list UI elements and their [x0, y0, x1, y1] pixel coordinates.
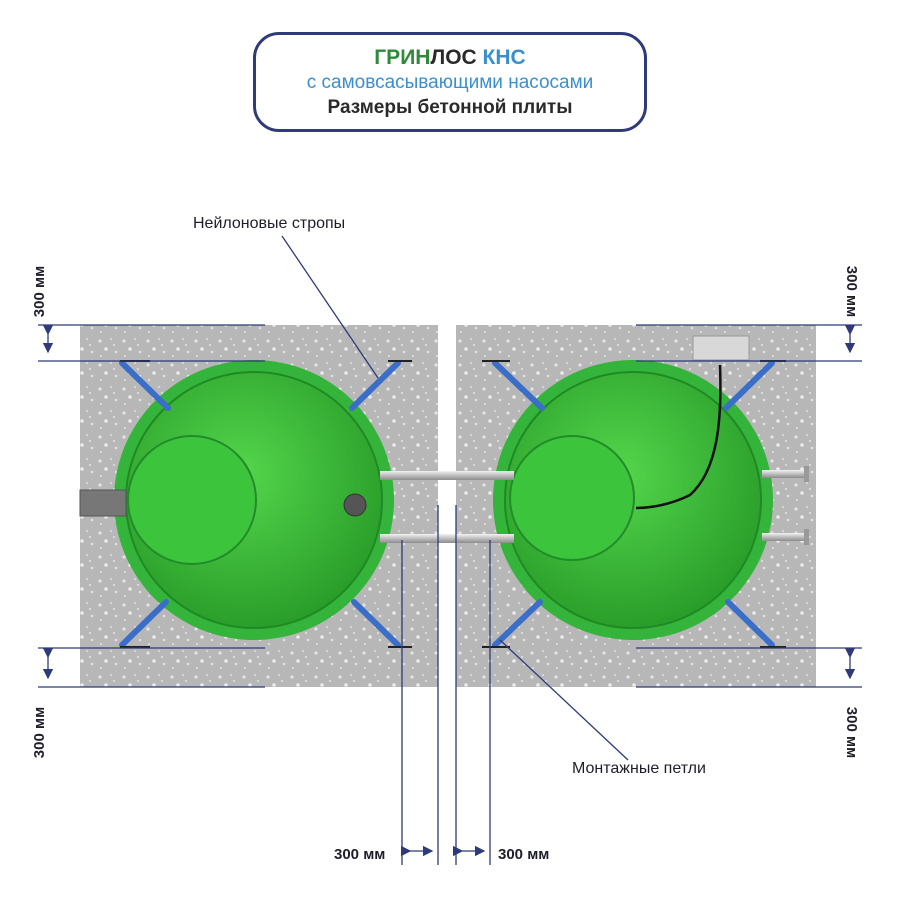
control-box: [692, 335, 750, 361]
outlet-flange-top: [804, 466, 809, 482]
tank-left: [114, 360, 394, 640]
dim-label-right-top: 300 мм: [843, 265, 861, 318]
title-brand: ГРИНЛОС КНС: [256, 45, 644, 71]
dimension-lines: [38, 235, 862, 865]
outlet-pipe-bottom: [762, 533, 806, 541]
sensor-left: [343, 493, 367, 517]
title-box: ГРИНЛОС КНС с самовсасывающими насосами …: [253, 32, 647, 132]
cable: [635, 364, 722, 510]
dim-label-right-bottom: 300 мм: [843, 706, 861, 759]
label-mounting-loops: Монтажные петли: [572, 760, 706, 777]
connecting-pipe-bottom: [380, 534, 514, 543]
outlet-pipe-top: [762, 470, 806, 478]
connecting-pipe-top: [380, 471, 514, 480]
pump-left: [127, 435, 257, 565]
dim-label-gap-right: 300 мм: [498, 846, 550, 863]
tank-right: [493, 360, 773, 640]
title-subtitle: с самовсасывающими насосами: [306, 72, 594, 93]
outlet-flange-bottom: [804, 529, 809, 545]
brand-part-2: ЛОС: [430, 46, 477, 69]
dim-label-left-bottom: 300 мм: [31, 706, 49, 759]
brand-part-1: ГРИН: [374, 46, 431, 69]
pump-right: [509, 435, 635, 561]
dim-label-left-top: 300 мм: [31, 265, 49, 318]
title-caption: Размеры бетонной плиты: [327, 97, 573, 118]
label-nylon-straps: Нейлоновые стропы: [193, 215, 346, 232]
nylon-straps: [119, 360, 775, 648]
dim-label-gap-left: 300 мм: [334, 846, 386, 863]
inlet-pipe: [79, 489, 127, 517]
brand-part-3: КНС: [482, 46, 526, 69]
